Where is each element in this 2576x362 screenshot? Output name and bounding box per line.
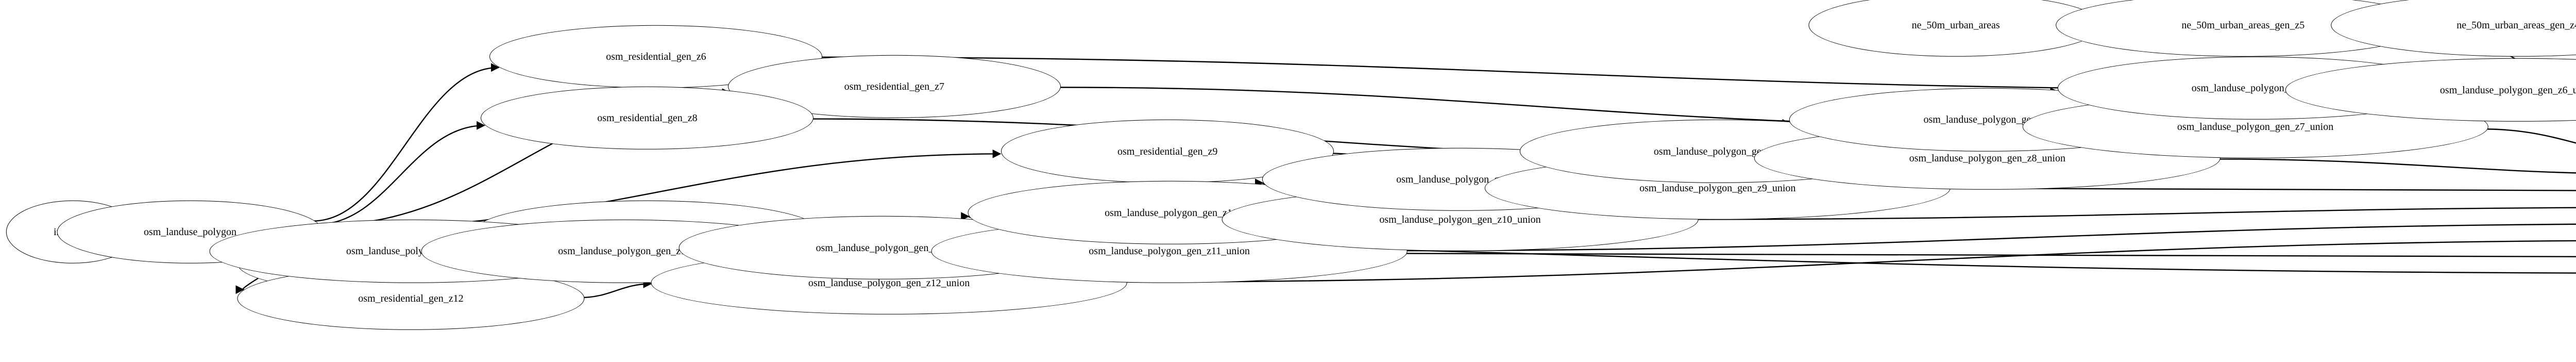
graph-edge-osm-landuse-polygon-to-osm-residential-gen-z6 bbox=[312, 63, 500, 222]
graph-node-label: osm_landuse_polygon_gen_z11 bbox=[816, 242, 948, 254]
graph-node-label: ne_50m_urban_areas_gen_z5 bbox=[2181, 19, 2305, 31]
graph-node-label: osm_residential_gen_z12 bbox=[358, 292, 464, 304]
graph-node-label: osm_residential_gen_z8 bbox=[597, 112, 698, 124]
graph-edge-osm-landuse-polygon-gen-z9-union-to-layer-landuse-z9 bbox=[1945, 187, 2576, 192]
graph-node-osm-residential-gen-z8[interactable]: osm_residential_gen_z8 bbox=[481, 86, 814, 150]
graph-edge-osm-residential-gen-z12-to-osm-landuse-polygon-gen-z12-union bbox=[581, 279, 652, 299]
graph-node-label: osm_landuse_polygon_gen_z11_union bbox=[1089, 245, 1250, 257]
graph-node-label: ne_50m_urban_areas bbox=[1911, 19, 2000, 31]
graph-node-label: osm_landuse_polygon_gen_z8_union bbox=[1909, 152, 2066, 164]
graph-node-label: osm_landuse_polygon_gen_z12 bbox=[558, 245, 691, 257]
graph-edge-osm-residential-gen-z6-to-osm-landuse-polygon-gen-z6-union bbox=[819, 56, 2286, 94]
graph-node-label: osm_landuse_polygon_gen_z10 bbox=[1105, 207, 1238, 219]
graph-node-label: osm_landuse_polygon_gen_z12_union bbox=[808, 277, 970, 289]
graph-node-label: osm_landuse_polygon_gen_z9_union bbox=[1639, 182, 1796, 194]
graph-edge-osm-landuse-polygon-gen-z12-union-to-layer-landuse-z12 bbox=[1122, 240, 2576, 283]
graph-node-label: osm_residential_gen_z9 bbox=[1117, 145, 1218, 157]
graph-edge-osm-landuse-polygon-gen-z11-union-to-layer-landuse-z11 bbox=[1402, 223, 2576, 252]
graph-edge-osm-landuse-polygon-to-osm-residential-gen-z8 bbox=[316, 121, 485, 225]
graph-node-label: osm_landuse_polygon_gen_z6_union bbox=[2439, 84, 2576, 96]
graph-edge-osm-landuse-polygon-gen-z8-union-to-layer-landuse-z8 bbox=[2215, 158, 2576, 174]
graph-node-label: osm_landuse_polygon bbox=[143, 226, 236, 238]
graph-node-label: osm_residential_gen_z6 bbox=[606, 51, 706, 62]
graph-edge-osm-landuse-polygon-gen-z7-union-to-layer-landuse-z7 bbox=[2483, 128, 2576, 144]
graph-node-label: osm_landuse_polygon_gen_z7_union bbox=[2177, 121, 2334, 133]
graph-node-label: osm_residential_gen_z7 bbox=[844, 80, 944, 92]
graph-node-label: osm_landuse_polygon_gen_z10_union bbox=[1379, 213, 1541, 225]
graph-node-label: ne_50m_urban_areas_gen_z4 bbox=[2456, 19, 2576, 31]
graph-edge-osm-landuse-polygon-gen-z10-union-to-layer-landuse-z10 bbox=[1693, 207, 2576, 220]
